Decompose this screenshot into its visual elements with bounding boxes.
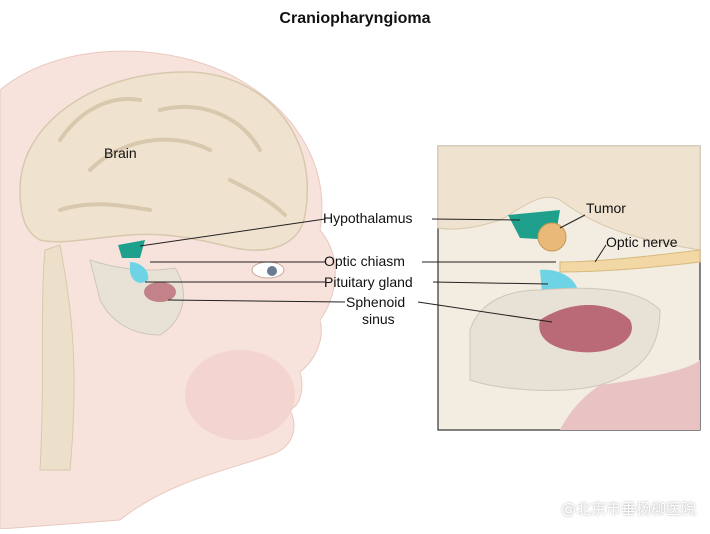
label-hypothalamus: Hypothalamus <box>323 210 413 226</box>
inset-lower-tissue <box>560 360 700 430</box>
label-pituitary-gland: Pituitary gland <box>324 274 413 290</box>
optic-nerve-leader <box>594 244 607 263</box>
label-tumor: Tumor <box>586 200 626 216</box>
inset-sphenoid-sinus <box>539 305 632 353</box>
diagram-title: Craniopharyngioma <box>279 10 431 27</box>
brainstem <box>39 244 75 471</box>
label-optic-nerve: Optic nerve <box>606 234 678 250</box>
pituitary-small <box>130 262 149 283</box>
inset-tumor <box>537 222 567 252</box>
sphenoid-leader-right <box>417 301 553 323</box>
sphenoid-leader-left <box>167 299 346 303</box>
hypothalamus-leader-right <box>431 218 521 221</box>
watermark: @北京市垂杨柳医院 <box>560 500 696 518</box>
brain-folds <box>58 97 287 217</box>
label-sphenoid-line1: Sphenoid <box>346 294 406 310</box>
label-optic-chiasm: Optic chiasm <box>324 253 405 269</box>
cheek-shading <box>185 350 295 440</box>
label-sphenoid-line2: sinus <box>362 311 395 327</box>
sphenoid-sinus-small <box>144 282 176 302</box>
tumor-leader <box>559 214 586 229</box>
hypothalamus-small <box>118 240 145 258</box>
label-brain: Brain <box>104 145 137 161</box>
hypothalamus-leader-left <box>139 218 326 247</box>
eye-iris <box>267 266 277 276</box>
inset-brain <box>437 145 701 251</box>
pituitary-leader-right <box>432 281 549 285</box>
inset-optic-nerve <box>559 249 701 273</box>
